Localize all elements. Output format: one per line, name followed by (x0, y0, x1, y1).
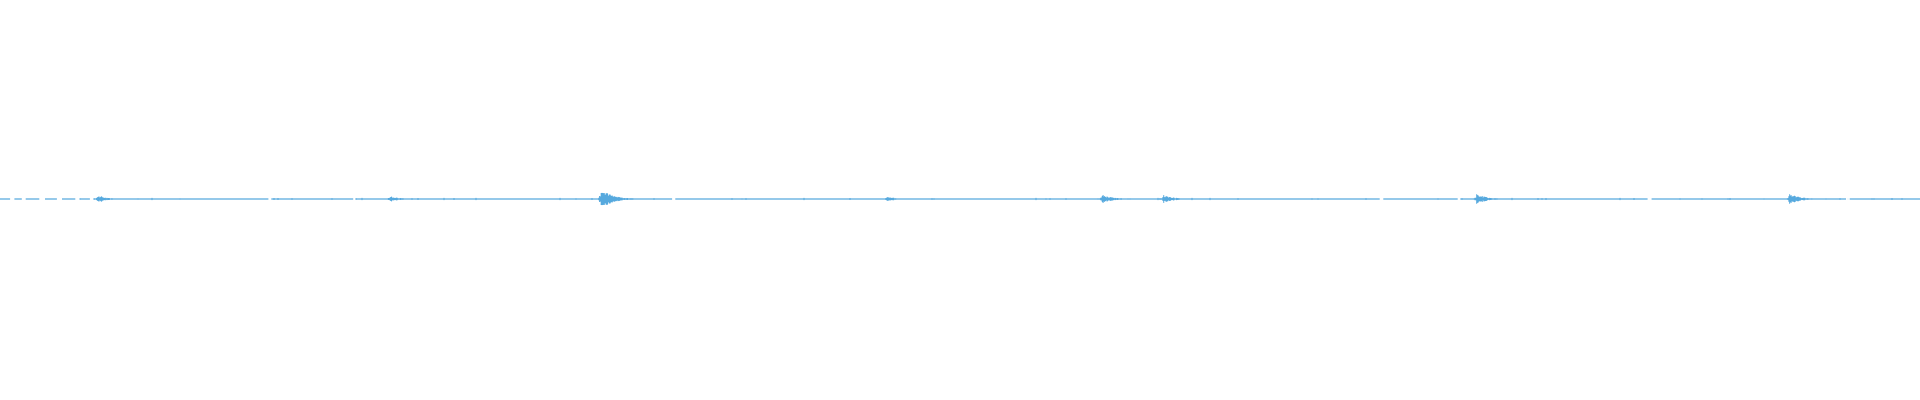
waveform-trace (0, 192, 1920, 206)
waveform-peak (597, 192, 652, 206)
waveform-peak (1785, 194, 1831, 204)
waveform-peak (1160, 195, 1203, 203)
waveform-peak (883, 197, 923, 201)
waveform-peak (1472, 194, 1518, 204)
waveform-peak (386, 196, 427, 202)
waveform-peak (1098, 195, 1142, 203)
waveform-peak (94, 196, 137, 202)
